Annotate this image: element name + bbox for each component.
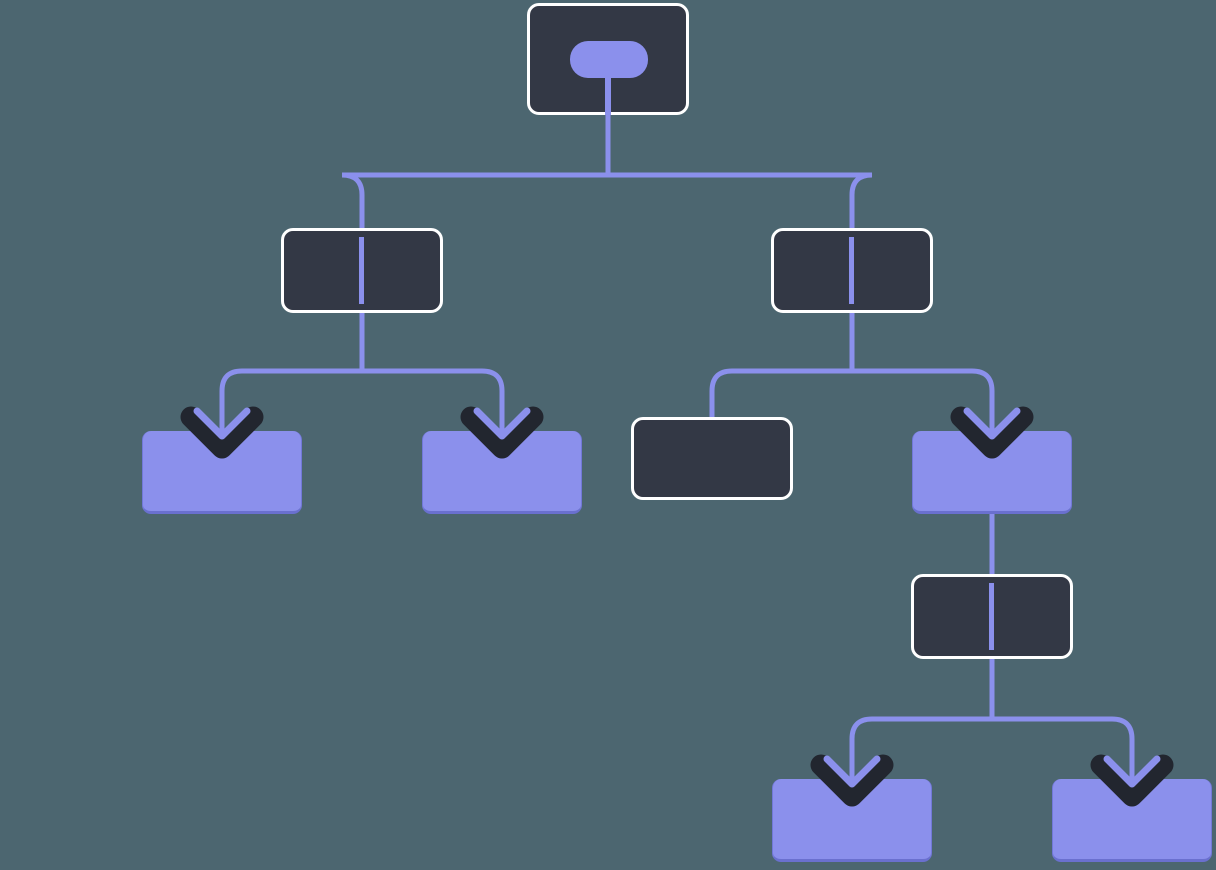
node-l1-right[interactable] [771,228,933,313]
node-l2-leaf-1[interactable] [142,431,302,514]
node-l2-dark-plain[interactable] [631,417,793,500]
node-root[interactable] [527,3,689,115]
node-l2-leaf-2[interactable] [422,431,582,514]
node-l4-leaf-2[interactable] [1052,779,1212,862]
node-l3-dark[interactable] [911,574,1073,659]
node-l1-left[interactable] [281,228,443,313]
node-l4-leaf-1[interactable] [772,779,932,862]
node-l2-leaf-3[interactable] [912,431,1072,514]
